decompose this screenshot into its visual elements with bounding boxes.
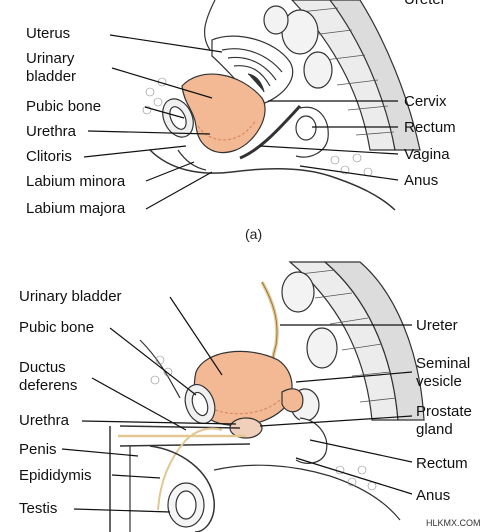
male-pelvis-illustration [109, 261, 425, 532]
label-ductus-deferens: Ductus deferens [19, 359, 78, 394]
female-leader-lines [83, 34, 399, 210]
label-pubic-bone-female: Pubic bone [26, 98, 102, 115]
label-urinary-bladder-male: Urinary bladder [19, 288, 122, 305]
watermark: HLKMX.COM [426, 518, 481, 528]
label-clitoris: Clitoris [26, 148, 72, 165]
label-urethra-male: Urethra [19, 412, 70, 429]
label-testis: Testis [19, 500, 58, 517]
male-leader-lines [61, 296, 413, 513]
label-ureter-female: Ureter [404, 0, 446, 9]
label-epididymis: Epididymis [19, 467, 92, 484]
label-labium-minora: Labium minora [26, 173, 126, 190]
label-uterus: Uterus [26, 25, 71, 42]
label-seminal-vesicle: Seminal vesicle [416, 355, 471, 390]
label-anus-male: Anus [416, 487, 451, 504]
label-labium-majora: Labium majora [26, 200, 126, 217]
label-urinary-bladder-female: Urinary bladder [26, 50, 77, 85]
label-ureter-male: Ureter [416, 317, 458, 334]
panel-a-caption: (a) [245, 226, 263, 242]
label-pubic-bone-male: Pubic bone [19, 319, 95, 336]
label-rectum-female: Rectum [404, 119, 456, 136]
label-cervix: Cervix [404, 93, 447, 110]
label-urethra-female: Urethra [26, 123, 77, 140]
label-vagina: Vagina [404, 146, 450, 163]
label-prostate-gland: Prostate gland [416, 403, 472, 438]
label-anus-female: Anus [404, 172, 439, 189]
label-rectum-male: Rectum [416, 455, 468, 472]
label-penis: Penis [19, 441, 57, 458]
female-pelvis-illustration [142, 0, 421, 211]
